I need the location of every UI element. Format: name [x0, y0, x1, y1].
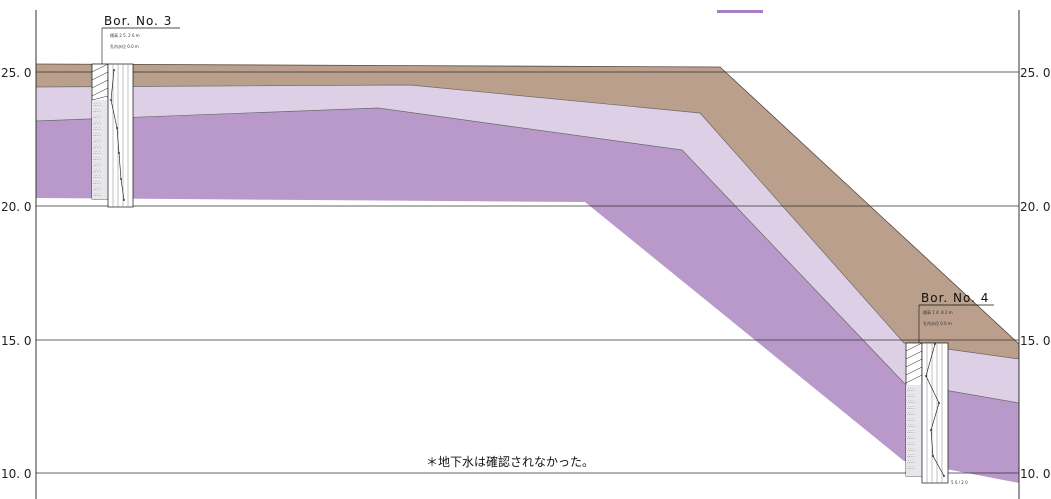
svg-text:∴∴∴: ∴∴∴: [907, 423, 915, 428]
svg-text:∴∴∴: ∴∴∴: [93, 108, 101, 113]
borehole-4-info-1: 標高 1 4. 8 2 m: [923, 309, 953, 315]
svg-text:∴∴∴: ∴∴∴: [93, 162, 101, 167]
svg-text:∴∴∴: ∴∴∴: [93, 192, 101, 197]
svg-text:∴∴∴: ∴∴∴: [93, 186, 101, 191]
svg-text:∴∴∴: ∴∴∴: [93, 156, 101, 161]
svg-text:∴∴∴: ∴∴∴: [93, 150, 101, 155]
svg-text:∴∴∴: ∴∴∴: [93, 168, 101, 173]
svg-text:∴∴∴: ∴∴∴: [907, 465, 915, 470]
borehole-3-nvalue-line: [110, 69, 125, 201]
svg-text:∴∴∴: ∴∴∴: [93, 114, 101, 119]
groundwater-note: ＊地下水は確認されなかった。: [426, 454, 594, 469]
svg-text:∴∴∴: ∴∴∴: [907, 405, 915, 410]
legend-swatch: [717, 10, 763, 13]
borehole-4-label: Bor. No. 4: [921, 291, 989, 305]
elevation-label-20-right: 20. 0: [1020, 200, 1051, 214]
elevation-label-15-right: 15. 0: [1020, 334, 1051, 348]
svg-text:∴∴∴: ∴∴∴: [93, 180, 101, 185]
elevation-gridlines: [36, 71, 1019, 474]
borehole-3: Bor. No. 3 標高 2 5. 2 6 m 孔内水位 0.0 m ∴∴∴∴…: [91, 14, 180, 208]
svg-text:∴∴∴: ∴∴∴: [93, 144, 101, 149]
svg-text:∴∴∴: ∴∴∴: [907, 393, 915, 398]
borehole-3-info-1: 標高 2 5. 2 6 m: [110, 32, 140, 38]
borehole-4-bottom-value: 5 0 / 2 0: [951, 480, 968, 485]
svg-text:∴∴∴: ∴∴∴: [907, 387, 915, 392]
borehole-4-pattern-fill: [906, 385, 922, 476]
elevation-label-15-left: 15. 0: [1, 334, 32, 348]
svg-text:∴∴∴: ∴∴∴: [93, 132, 101, 137]
borehole-3-nvalue-column: [107, 63, 134, 208]
svg-text:∴∴∴: ∴∴∴: [907, 435, 915, 440]
layer-topsoil: [36, 64, 1019, 359]
svg-text:∴∴∴: ∴∴∴: [907, 399, 915, 404]
svg-text:∴∴∴: ∴∴∴: [907, 447, 915, 452]
elevation-label-25-right: 25. 0: [1020, 66, 1051, 80]
borehole-3-label: Bor. No. 3: [104, 14, 172, 28]
borehole-4-nvalue-column: [921, 342, 949, 484]
svg-text:∴∴∴: ∴∴∴: [907, 417, 915, 422]
svg-text:∴∴∴: ∴∴∴: [907, 459, 915, 464]
borehole-4: Bor. No. 4 標高 1 4. 8 2 m 孔内水位 0.0 m ∴∴∴∴…: [905, 291, 994, 485]
elevation-label-10-right: 10. 0: [1020, 467, 1051, 481]
svg-text:∴∴∴: ∴∴∴: [907, 453, 915, 458]
borehole-4-nvalue-line: [925, 343, 945, 477]
svg-text:∴∴∴: ∴∴∴: [93, 102, 101, 107]
borehole-3-pattern-fill: [92, 100, 108, 199]
svg-text:∴∴∴: ∴∴∴: [93, 126, 101, 131]
elevation-label-10-left: 10. 0: [1, 467, 32, 481]
svg-text:∴∴∴: ∴∴∴: [907, 429, 915, 434]
elevation-label-25-left: 25. 0: [1, 66, 32, 80]
svg-text:∴∴∴: ∴∴∴: [93, 120, 101, 125]
elevation-label-20-left: 20. 0: [1, 200, 32, 214]
borehole-4-info-2: 孔内水位 0.0 m: [923, 320, 952, 326]
ground-surface-line: [35, 63, 1020, 345]
svg-text:∴∴∴: ∴∴∴: [93, 138, 101, 143]
borehole-3-info-2: 孔内水位 0.0 m: [110, 43, 139, 49]
svg-text:∴∴∴: ∴∴∴: [907, 411, 915, 416]
svg-text:∴∴∴: ∴∴∴: [907, 441, 915, 446]
svg-text:∴∴∴: ∴∴∴: [93, 174, 101, 179]
